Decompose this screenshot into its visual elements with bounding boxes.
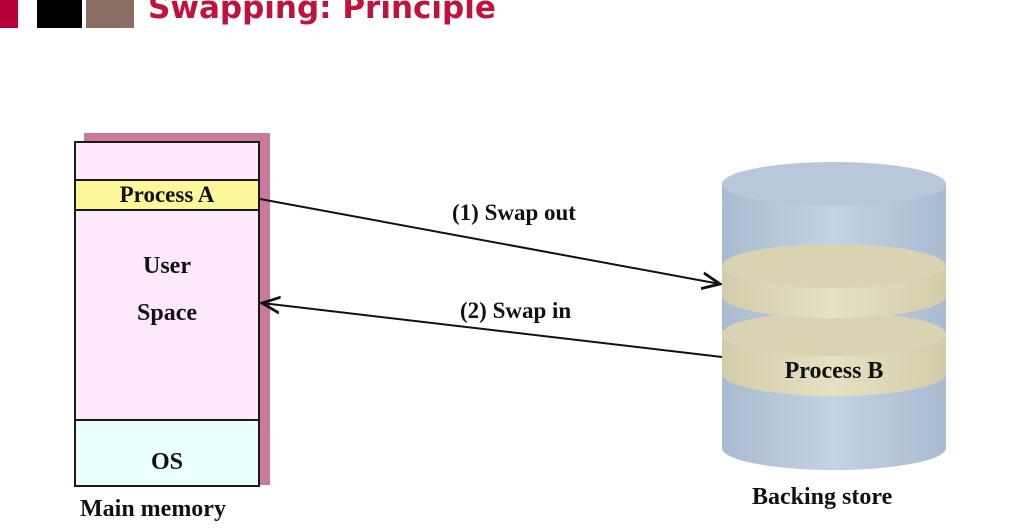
main-memory-caption: Main memory — [80, 496, 226, 522]
process-b-label: Process B — [784, 358, 884, 384]
process-a-block: Process A — [76, 179, 258, 211]
swap-out-arrow — [259, 198, 720, 284]
header-block-brown — [86, 0, 134, 28]
os-label: OS — [150, 449, 183, 475]
backing-store-caption: Backing store — [752, 484, 893, 510]
main-memory-box: Process A User Space OS — [74, 141, 260, 487]
header-block-red — [0, 0, 18, 28]
header-block-black — [37, 0, 82, 28]
user-space-label: User Space — [76, 243, 258, 337]
os-block: OS — [76, 419, 258, 485]
swap-in-arrow — [262, 303, 723, 358]
process-b-disk — [722, 312, 946, 396]
slide-title: Swapping: Principle — [148, 0, 496, 26]
swap-out-label: (1) Swap out — [452, 200, 576, 225]
swap-in-label: (2) Swap in — [460, 298, 572, 323]
upper-disk — [722, 244, 946, 318]
user-space-line2: Space — [137, 300, 197, 326]
user-space-line1: User — [143, 253, 191, 279]
